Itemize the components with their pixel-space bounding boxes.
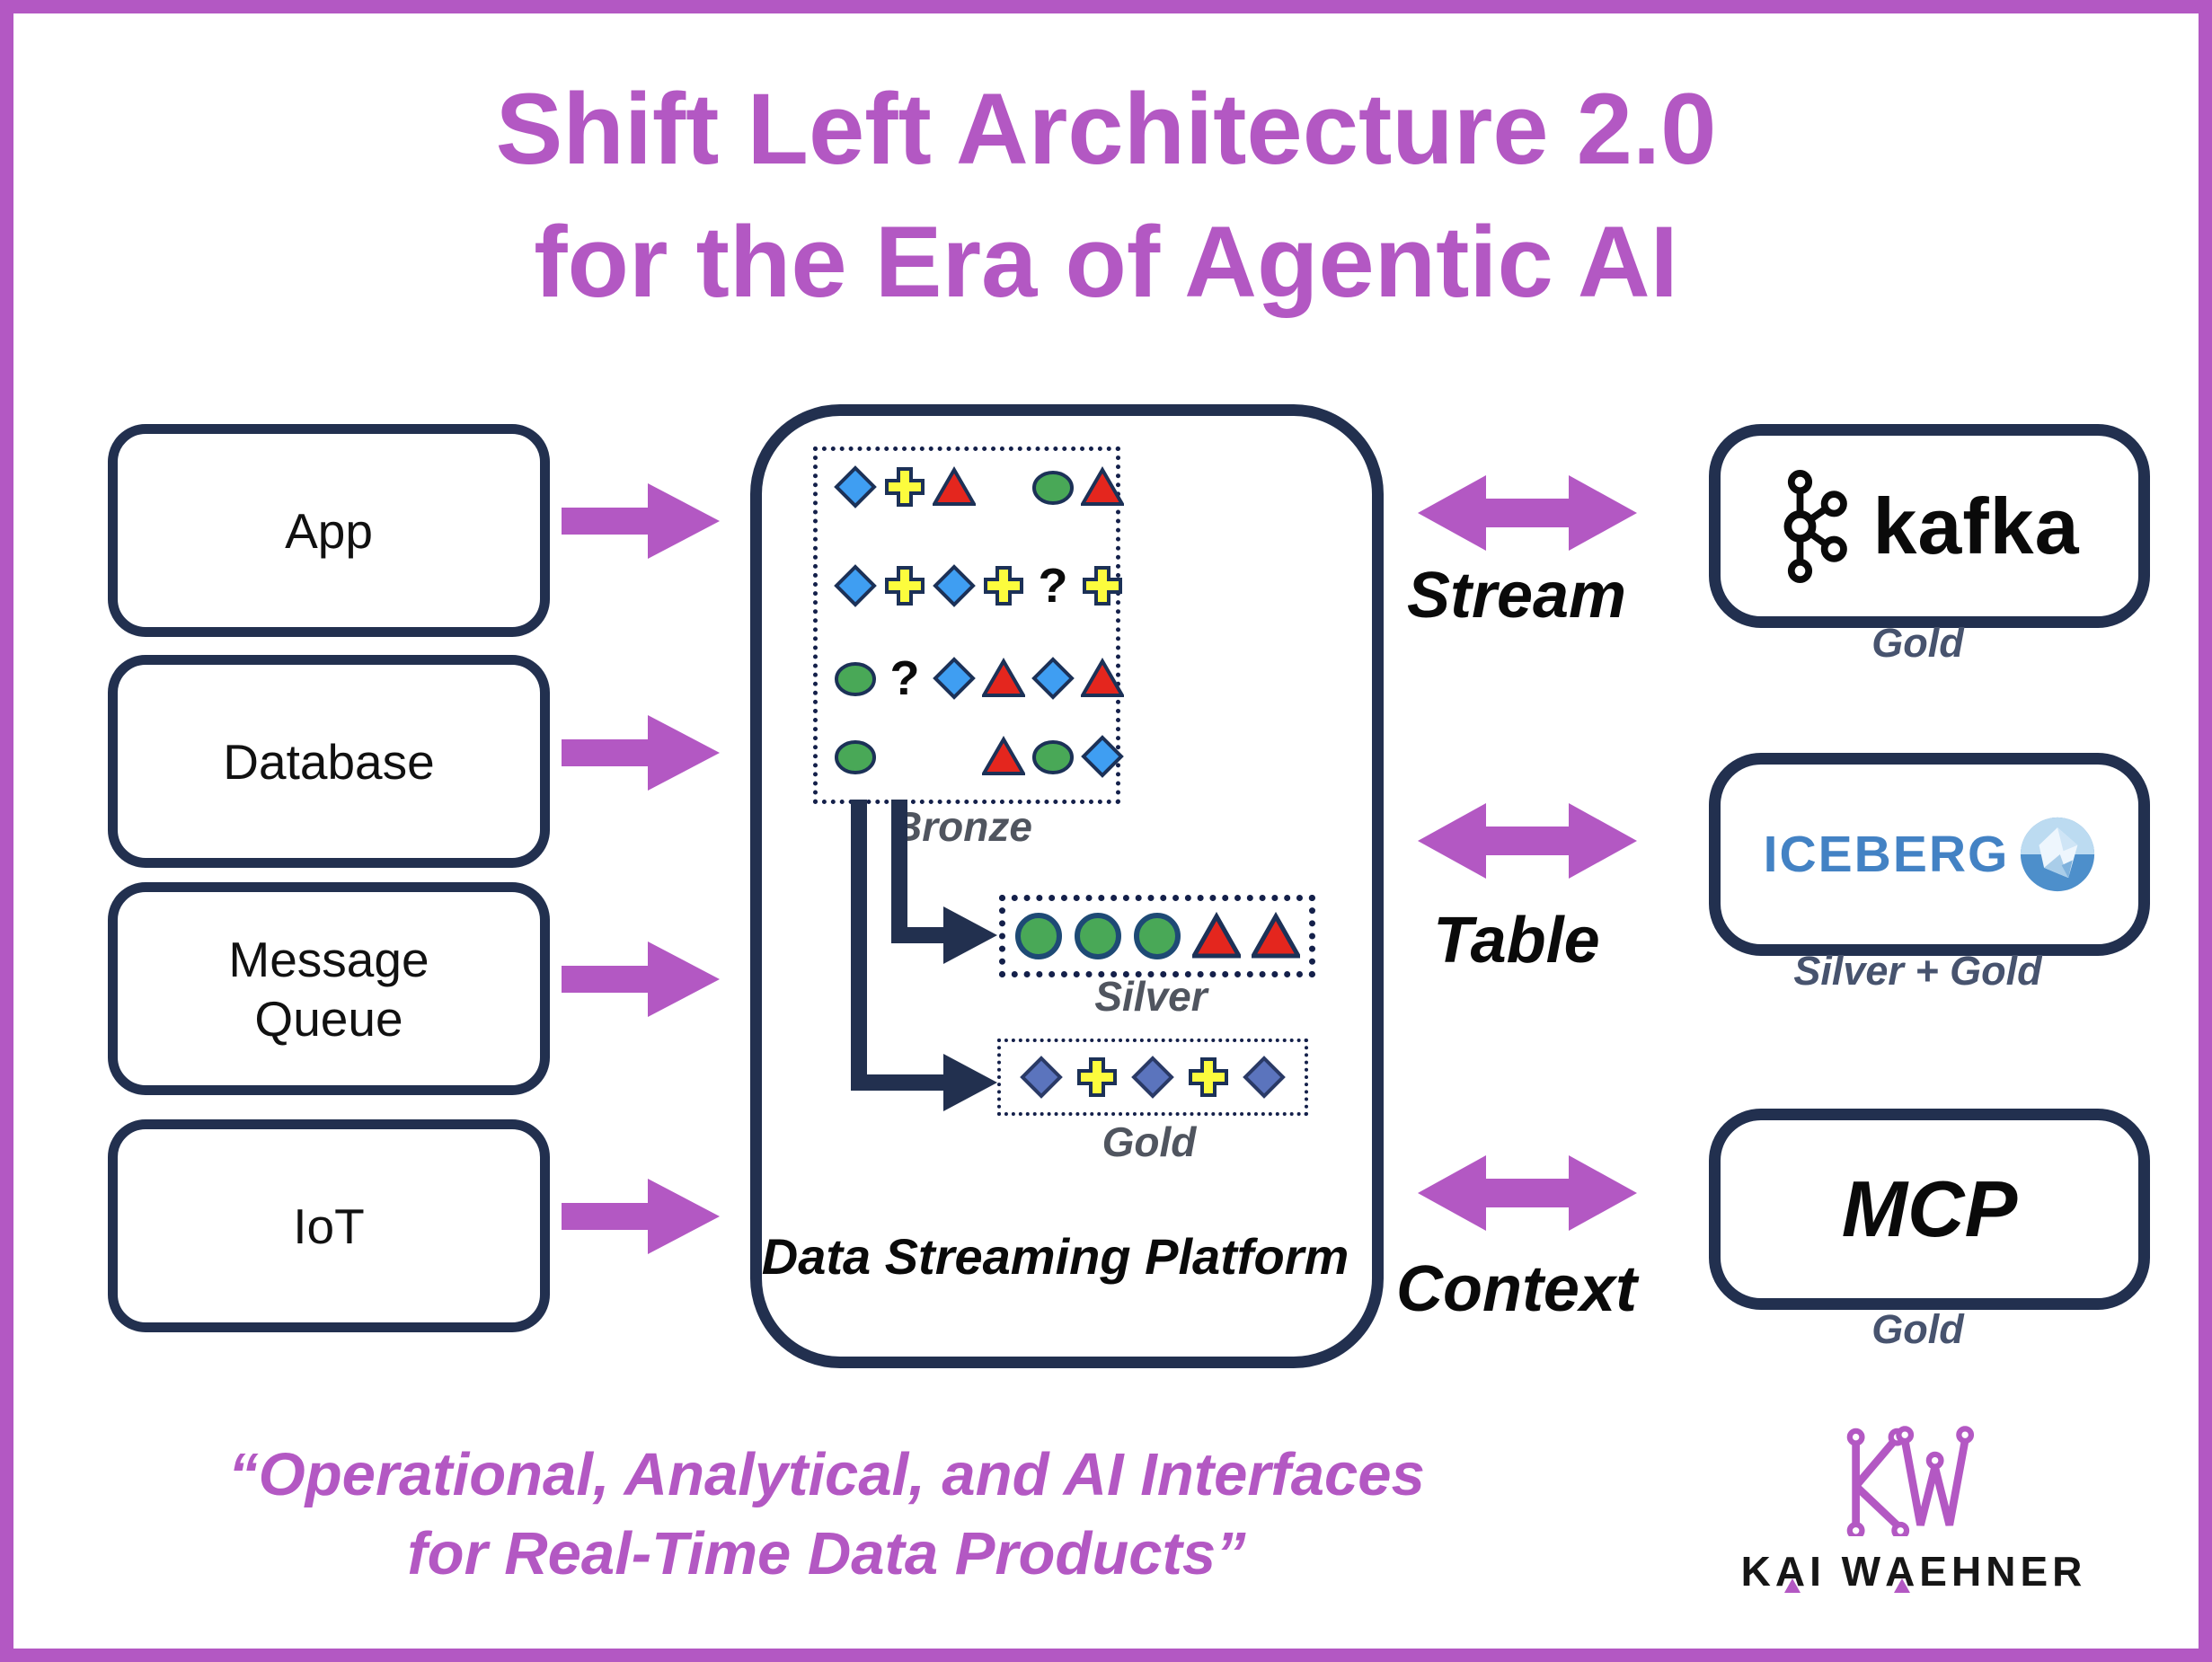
bronze-row-3: ? xyxy=(834,651,1124,705)
diamond-shape-icon xyxy=(1081,735,1124,778)
quote-line2: for Real-Time Data Products” xyxy=(407,1520,1246,1588)
bronze-row-4 xyxy=(834,735,1124,778)
interface-label-context: Context xyxy=(1396,1253,1637,1325)
kai-waehner-monogram-icon xyxy=(1846,1426,1975,1536)
tri_big-shape-icon xyxy=(1252,912,1300,960)
gap-spacer xyxy=(982,465,1025,508)
kafka-box: kafka xyxy=(1709,424,2150,628)
source-box-app: App xyxy=(108,424,550,637)
platform-label: Data Streaming Platform xyxy=(761,1228,1349,1285)
silver-label: Silver xyxy=(1094,973,1208,1020)
interface-label-table: Table xyxy=(1433,905,1600,977)
quote: “Operational, Analytical, and AI Interfa… xyxy=(117,1436,1536,1595)
gold-topic-box xyxy=(997,1039,1308,1116)
gap-spacer xyxy=(883,735,926,778)
kafka-tier-badge: Gold xyxy=(1871,620,1964,666)
triangle-shape-icon xyxy=(982,657,1025,700)
cross-shape-icon xyxy=(1081,564,1124,607)
gold-label: Gold xyxy=(1102,1118,1197,1165)
source-label-database: Database xyxy=(223,733,435,790)
page-title-line1: Shift Left Architecture 2.0 xyxy=(495,73,1717,185)
iceberg-logo-icon xyxy=(2021,817,2095,892)
mcp-box: MCP xyxy=(1709,1109,2150,1310)
ring-shape-icon xyxy=(1074,912,1122,960)
source-box-iot: IoT xyxy=(108,1119,550,1332)
diamond_gold-shape-icon xyxy=(1020,1056,1063,1099)
source-label-message-queue: Message Queue xyxy=(228,931,429,1047)
circle-shape-icon xyxy=(1031,465,1075,508)
kafka-logo-icon xyxy=(1783,469,1848,583)
kafka-logo-text: kafka xyxy=(1872,481,2080,570)
diamond-shape-icon xyxy=(834,564,877,607)
cross-shape-icon xyxy=(883,564,926,607)
ring-shape-icon xyxy=(1014,912,1063,960)
bronze-topic-box: ? ? xyxy=(813,446,1124,804)
ingest-arrow-message-queue-icon xyxy=(562,942,720,1017)
cross-shape-icon xyxy=(1075,1056,1119,1099)
source-label-iot: IoT xyxy=(293,1198,365,1254)
table-arrow-icon xyxy=(1418,803,1637,879)
page-title: Shift Left Architecture 2.0 for the Era … xyxy=(0,63,2212,329)
bronze-row-2: ? xyxy=(834,559,1124,613)
source-label-app: App xyxy=(285,502,373,559)
diamond_gold-shape-icon xyxy=(1243,1056,1286,1099)
ingest-arrow-app-icon xyxy=(562,483,720,559)
silver-topic-box xyxy=(999,895,1315,977)
cross-shape-icon xyxy=(1187,1056,1230,1099)
ring-shape-icon xyxy=(1133,912,1181,960)
diamond-shape-icon xyxy=(1031,657,1075,700)
triangle-shape-icon xyxy=(1081,465,1124,508)
circle-shape-icon xyxy=(834,735,877,778)
iceberg-box: ICEBERG xyxy=(1709,753,2150,956)
qmark-shape-icon: ? xyxy=(1038,559,1068,613)
circle-shape-icon xyxy=(1031,735,1075,778)
qmark-shape-icon: ? xyxy=(889,651,920,705)
cross-shape-icon xyxy=(883,465,926,508)
page-title-line2: for the Era of Agentic AI xyxy=(534,205,1678,318)
diamond_gold-shape-icon xyxy=(1131,1056,1174,1099)
cross-shape-icon xyxy=(982,564,1025,607)
quote-line1: “Operational, Analytical, and AI Interfa… xyxy=(228,1441,1425,1508)
mcp-label: MCP xyxy=(1841,1164,2018,1253)
tri_big-shape-icon xyxy=(1192,912,1241,960)
stream-arrow-icon xyxy=(1418,475,1637,551)
kai-waehner-wordmark: KAI WAEHNER xyxy=(1740,1548,2087,1595)
iceberg-logo-text: ICEBERG xyxy=(1763,826,2010,883)
iceberg-tier-badge: Silver + Gold xyxy=(1793,948,2042,994)
ingest-arrow-iot-icon xyxy=(562,1179,720,1254)
source-box-database: Database xyxy=(108,655,550,868)
source-box-message-queue: Message Queue xyxy=(108,882,550,1095)
context-arrow-icon xyxy=(1418,1155,1637,1231)
bronze-row-1 xyxy=(834,465,1124,508)
ingest-arrow-database-icon xyxy=(562,715,720,791)
branch-lines-icon xyxy=(851,800,997,1111)
diamond-shape-icon xyxy=(933,564,976,607)
bronze-label: Bronze xyxy=(892,803,1032,850)
triangle-shape-icon xyxy=(933,465,976,508)
diamond-shape-icon xyxy=(933,657,976,700)
circle-shape-icon xyxy=(834,657,877,700)
mcp-tier-badge: Gold xyxy=(1871,1306,1964,1352)
gap-spacer xyxy=(933,735,976,778)
triangle-shape-icon xyxy=(982,735,1025,778)
interface-label-stream: Stream xyxy=(1406,560,1627,632)
triangle-shape-icon xyxy=(1081,657,1124,700)
diamond-shape-icon xyxy=(834,465,877,508)
